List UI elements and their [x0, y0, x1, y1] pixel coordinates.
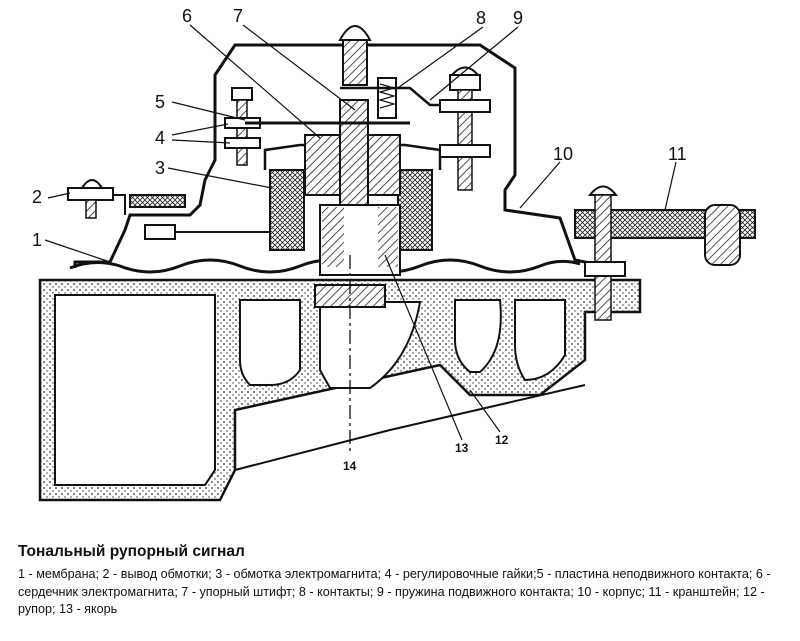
label-1: 1: [32, 230, 42, 250]
label-13: 13: [455, 441, 469, 455]
label-14: 14: [343, 459, 357, 473]
label-9: 9: [513, 8, 523, 28]
label-8: 8: [476, 8, 486, 28]
caption-legend: 1 - мембрана; 2 - вывод обмотки; 3 - обм…: [18, 567, 771, 616]
caption: Тональный рупорный сигнал 1 - мембрана; …: [18, 543, 793, 619]
callout-numbers: 1 2 3 4 5 6 7 8 9 10 11 12 13 14: [32, 6, 687, 473]
electromagnet-core: [304, 99, 401, 261]
leader-lines: [44, 24, 677, 441]
bracket: [574, 185, 756, 321]
caption-title: Тональный рупорный сигнал: [18, 543, 245, 560]
label-3: 3: [155, 158, 165, 178]
horn-signal-diagram: 1 2 3 4 5 6 7 8 9 10 11 12 13 14: [32, 6, 756, 502]
label-2: 2: [32, 187, 42, 207]
label-12: 12: [495, 433, 509, 447]
winding-terminal: [67, 179, 270, 240]
label-11: 11: [668, 144, 687, 164]
right-adjust-screw: [439, 66, 491, 191]
label-6: 6: [182, 6, 192, 26]
armature: [314, 204, 401, 308]
top-screw: [338, 25, 372, 86]
label-10: 10: [553, 144, 573, 164]
horn-body: [38, 278, 642, 502]
housing: [73, 43, 601, 268]
label-4: 4: [155, 128, 165, 148]
label-5: 5: [155, 92, 165, 112]
label-7: 7: [233, 6, 243, 26]
